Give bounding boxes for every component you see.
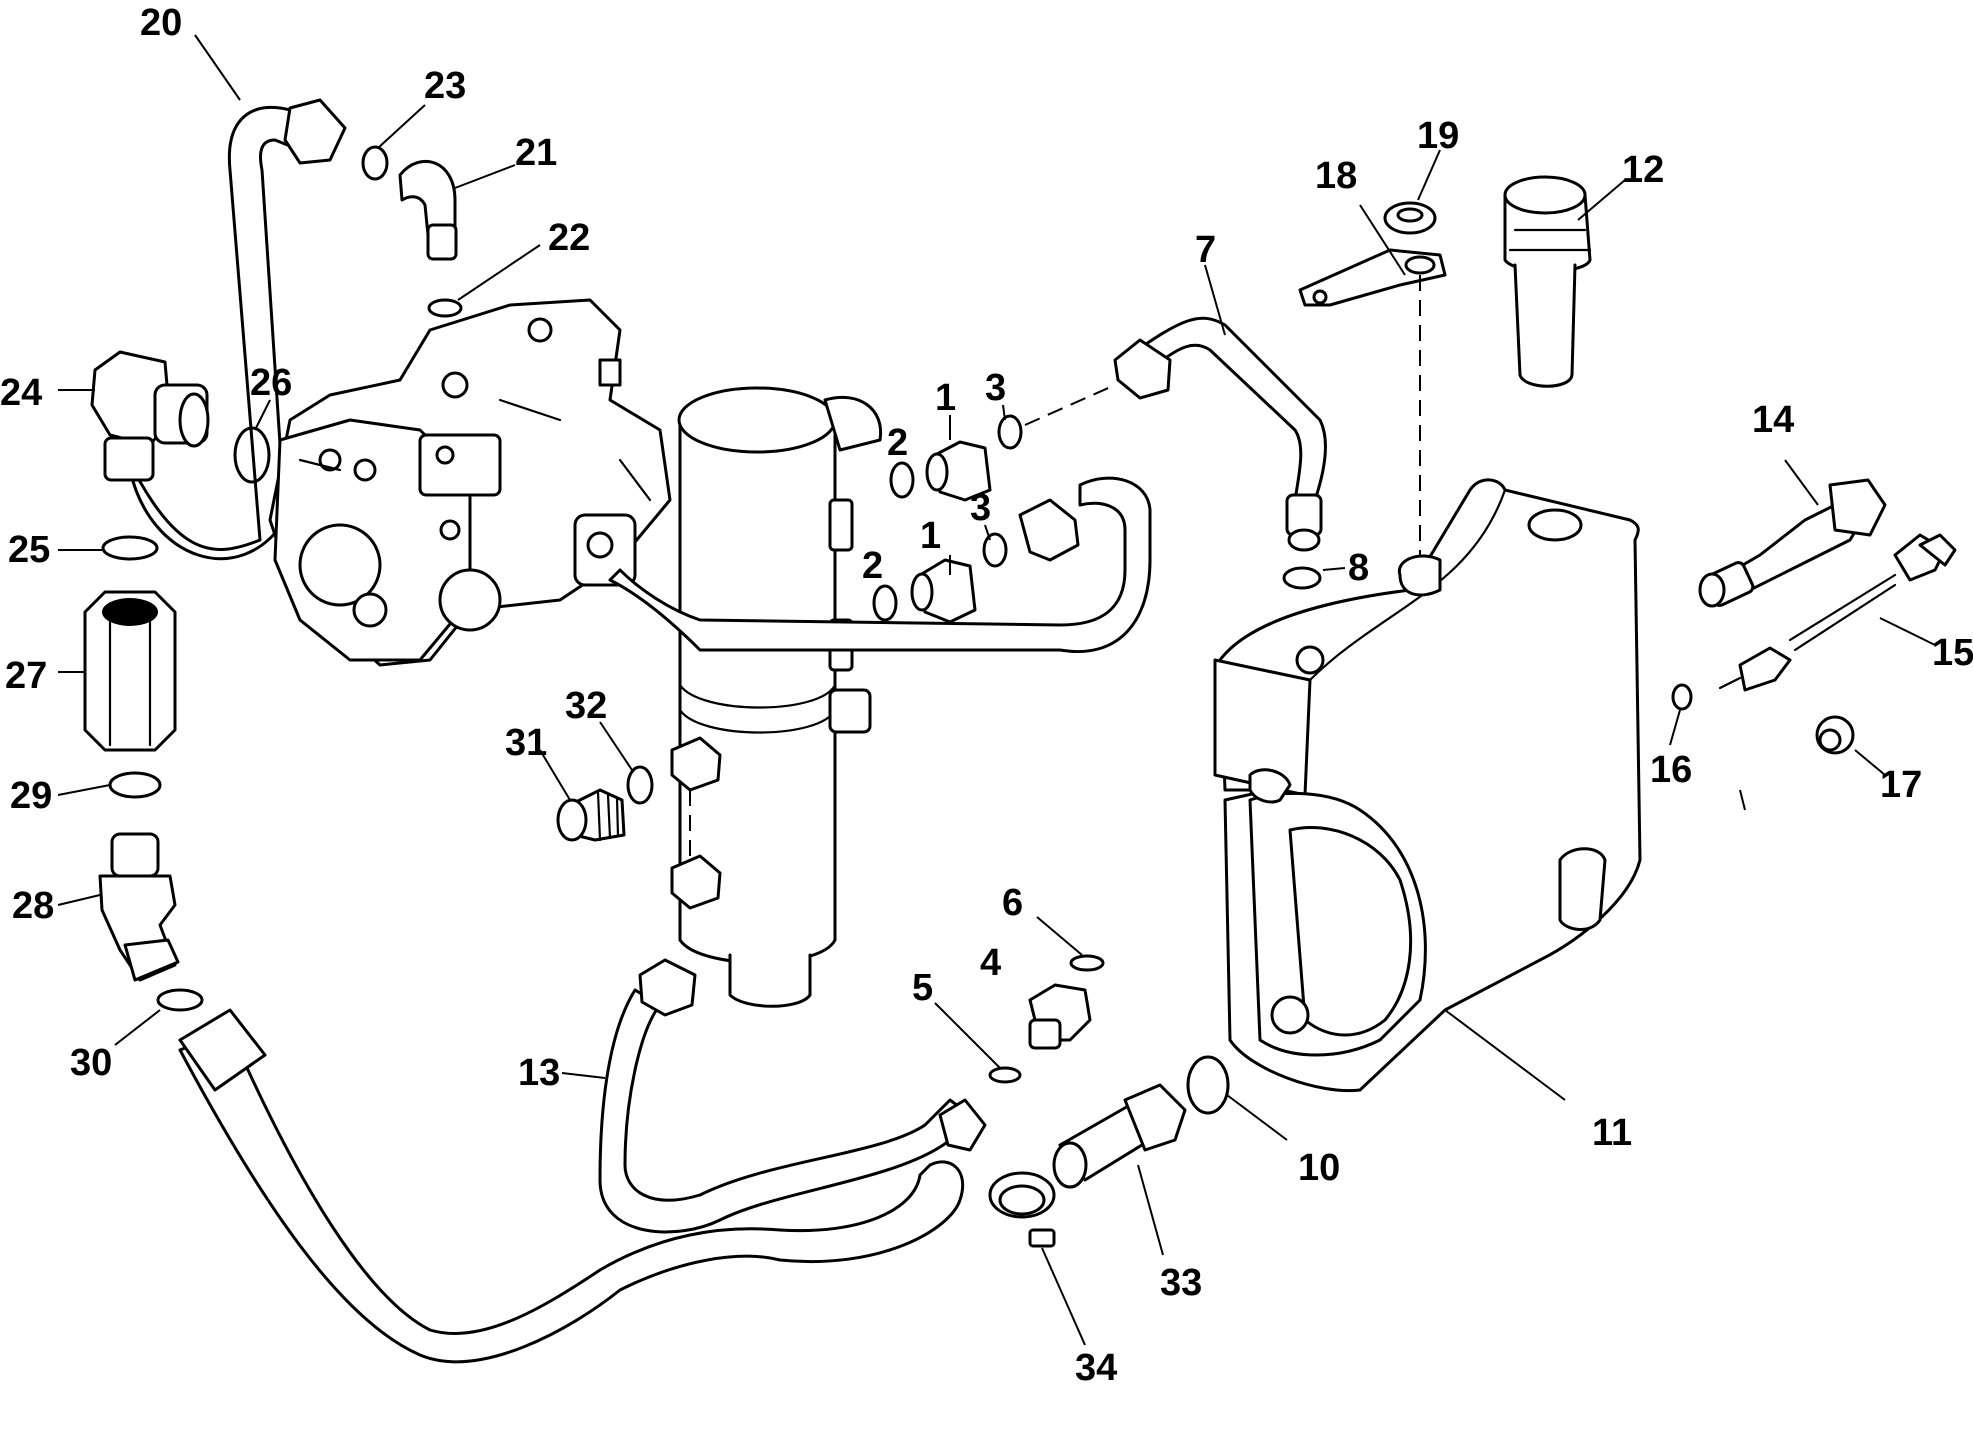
callout-17: 17 <box>1880 764 1922 806</box>
callout-14: 14 <box>1752 399 1794 441</box>
washer-32 <box>626 765 654 805</box>
o-ring-6 <box>1069 954 1105 972</box>
hose-7 <box>1113 316 1327 552</box>
hose-13 <box>598 958 987 1234</box>
o-ring-26 <box>233 426 271 484</box>
callout-18: 18 <box>1315 155 1357 197</box>
hose-lower-long <box>178 1028 965 1364</box>
callout-32: 32 <box>565 685 607 727</box>
washer-2-upper <box>889 461 915 499</box>
callout-2-upper: 2 <box>887 422 908 464</box>
callout-15: 15 <box>1932 632 1973 674</box>
o-ring-16 <box>1671 683 1693 711</box>
adapter-1-lower <box>910 558 977 624</box>
callout-1-upper: 1 <box>935 377 956 419</box>
callout-10: 10 <box>1298 1147 1340 1189</box>
callout-27: 27 <box>5 655 47 697</box>
callout-34: 34 <box>1075 1347 1117 1389</box>
callout-7: 7 <box>1195 229 1216 271</box>
hose-fitting-lower <box>1018 498 1080 562</box>
sensor-14 <box>1698 478 1887 608</box>
callout-5: 5 <box>912 967 933 1009</box>
clamp-34 <box>988 1171 1056 1248</box>
callout-24: 24 <box>0 372 42 414</box>
o-ring-8 <box>1282 566 1322 590</box>
callout-8: 8 <box>1348 547 1369 589</box>
callout-23: 23 <box>424 65 466 107</box>
callout-11: 11 <box>1592 1112 1632 1154</box>
callout-28: 28 <box>12 885 54 927</box>
callout-6: 6 <box>1002 882 1023 924</box>
o-ring-23 <box>361 145 389 181</box>
o-ring-10 <box>1186 1055 1230 1115</box>
callout-3-upper: 3 <box>985 367 1006 409</box>
hose-behind-canister <box>608 476 1152 653</box>
callout-26: 26 <box>250 362 292 404</box>
fitting-33 <box>1052 1083 1187 1189</box>
o-ring-29 <box>108 771 162 799</box>
callout-4: 4 <box>980 942 1001 984</box>
callout-31: 31 <box>505 722 547 764</box>
callout-1-lower: 1 <box>920 515 941 557</box>
bracket-18 <box>1298 248 1447 307</box>
adapter-1-upper <box>925 440 992 502</box>
callout-2-lower: 2 <box>862 545 883 587</box>
leader-lines <box>57 34 1936 1346</box>
callout-29: 29 <box>10 775 52 817</box>
hex-nut-27 <box>83 590 177 752</box>
plug-31 <box>556 788 626 842</box>
callout-16: 16 <box>1650 749 1692 791</box>
canister <box>670 386 883 1008</box>
callout-25: 25 <box>8 529 50 571</box>
callout-12: 12 <box>1622 149 1664 191</box>
fitting-28 <box>98 832 180 982</box>
washer-3-lower <box>982 532 1008 568</box>
tank-11 <box>1213 478 1642 1093</box>
adapter-4 <box>1028 983 1092 1050</box>
callout-labels: 1 1 2 2 3 3 4 5 6 7 8 10 11 12 13 14 15 … <box>0 2 1973 1389</box>
plug-17 <box>1815 715 1855 755</box>
washer-3-upper <box>997 414 1023 450</box>
elbow-21 <box>398 159 458 261</box>
callout-20: 20 <box>140 2 182 44</box>
callout-30: 30 <box>70 1042 112 1084</box>
callout-3-lower: 3 <box>970 487 991 529</box>
elbow-fitting-24 <box>90 350 210 482</box>
sensor-15 <box>1718 533 1957 692</box>
o-ring-30 <box>156 988 204 1012</box>
washer-2-lower <box>872 584 898 622</box>
o-ring-5 <box>988 1066 1022 1084</box>
pump-assembly <box>268 298 672 667</box>
callout-33: 33 <box>1160 1262 1202 1304</box>
hose-end-lower <box>178 1008 267 1092</box>
callout-19: 19 <box>1417 115 1459 157</box>
filler-cap-12 <box>1503 175 1592 388</box>
callout-13: 13 <box>518 1052 560 1094</box>
grommet-19 <box>1383 201 1437 235</box>
callout-22: 22 <box>548 217 590 259</box>
callout-21: 21 <box>515 132 557 174</box>
o-ring-22 <box>427 298 463 318</box>
o-ring-25 <box>101 535 159 561</box>
